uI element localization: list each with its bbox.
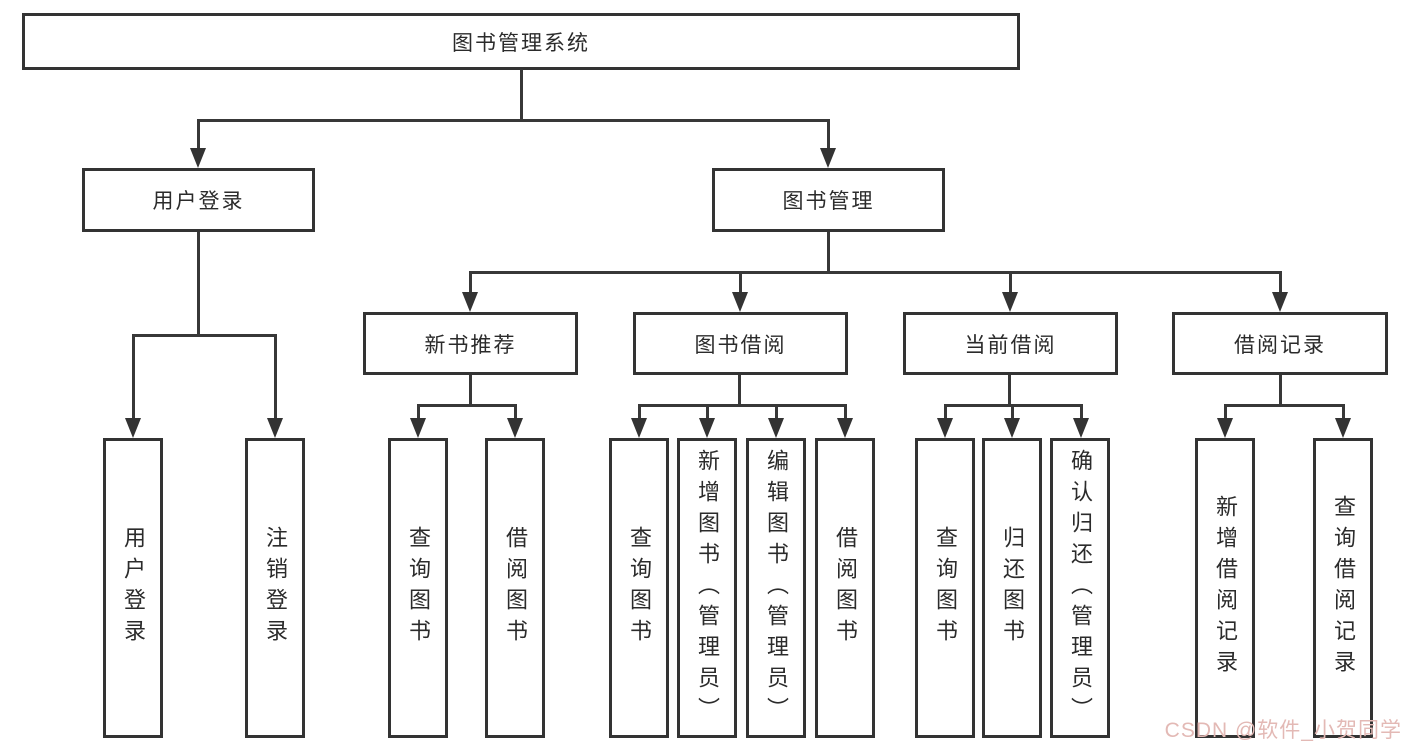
node-current-borrow: 当前借阅 <box>903 312 1118 375</box>
arrow-down-icon <box>631 418 647 438</box>
connector-line <box>827 232 830 274</box>
leaf-borrow-books-1: 借阅图书 <box>485 438 545 738</box>
node-user-login: 用户登录 <box>82 168 315 232</box>
leaf-add-books-admin-label: 新增图书（管理员） <box>695 448 720 728</box>
leaf-add-borrow-record-label: 新增借阅记录 <box>1213 495 1238 681</box>
arrow-down-icon <box>1002 292 1018 312</box>
connector-line <box>197 119 830 122</box>
connector-line <box>1011 404 1014 424</box>
leaf-add-borrow-record: 新增借阅记录 <box>1195 438 1255 738</box>
node-root-label: 图书管理系统 <box>452 31 590 55</box>
leaf-query-books-1-label: 查询图书 <box>406 526 431 650</box>
connector-line <box>514 404 517 424</box>
connector-line <box>1279 271 1282 295</box>
connector-line <box>638 404 641 424</box>
connector-line <box>1008 375 1011 407</box>
connector-line <box>1224 404 1345 407</box>
leaf-add-books-admin: 新增图书（管理员） <box>677 438 737 738</box>
arrow-down-icon <box>1335 418 1351 438</box>
connector-line <box>706 404 709 424</box>
arrow-down-icon <box>1272 292 1288 312</box>
node-new-book-recommend-label: 新书推荐 <box>424 333 517 357</box>
leaf-query-books-3-label: 查询图书 <box>933 526 958 650</box>
leaf-borrow-books-2-label: 借阅图书 <box>833 526 858 650</box>
arrow-down-icon <box>1073 418 1089 438</box>
leaf-user-login: 用户登录 <box>103 438 163 738</box>
node-book-borrow: 图书借阅 <box>633 312 848 375</box>
connector-line <box>132 334 277 337</box>
connector-line <box>827 119 830 151</box>
leaf-query-books-1: 查询图书 <box>388 438 448 738</box>
connector-line <box>1342 404 1345 424</box>
connector-line <box>274 334 277 424</box>
arrow-down-icon <box>820 148 836 168</box>
node-new-book-recommend: 新书推荐 <box>363 312 578 375</box>
connector-line <box>1009 271 1012 295</box>
leaf-borrow-books-1-label: 借阅图书 <box>503 526 528 650</box>
leaf-edit-books-admin-label: 编辑图书（管理员） <box>764 448 789 728</box>
leaf-return-books: 归还图书 <box>982 438 1042 738</box>
connector-line <box>739 271 742 295</box>
connector-line <box>469 271 472 295</box>
leaf-confirm-return-admin: 确认归还（管理员） <box>1050 438 1110 738</box>
node-current-borrow-label: 当前借阅 <box>964 333 1057 357</box>
connector-line <box>520 69 523 121</box>
connector-line <box>1080 404 1083 424</box>
arrow-down-icon <box>699 418 715 438</box>
connector-line <box>775 404 778 424</box>
arrow-down-icon <box>1004 418 1020 438</box>
leaf-logout-login: 注销登录 <box>245 438 305 738</box>
node-book-mgmt: 图书管理 <box>712 168 945 232</box>
leaf-query-books-2-label: 查询图书 <box>627 526 652 650</box>
leaf-user-login-label: 用户登录 <box>121 526 146 650</box>
connector-line <box>197 232 200 337</box>
node-book-mgmt-label: 图书管理 <box>782 190 875 213</box>
connector-line <box>417 404 420 424</box>
connector-line <box>844 404 847 424</box>
node-borrow-records-label: 借阅记录 <box>1234 333 1326 357</box>
connector-line <box>469 375 472 407</box>
connector-line <box>738 375 741 407</box>
leaf-query-books-2: 查询图书 <box>609 438 669 738</box>
connector-line <box>1224 404 1227 424</box>
connector-line <box>469 271 1282 274</box>
watermark: CSDN @软件_小贺同学 <box>1164 719 1402 742</box>
leaf-borrow-books-2: 借阅图书 <box>815 438 875 738</box>
arrow-down-icon <box>937 418 953 438</box>
node-borrow-records: 借阅记录 <box>1172 312 1388 375</box>
connector-line <box>132 334 135 424</box>
leaf-return-books-label: 归还图书 <box>1000 526 1025 650</box>
connector-line <box>417 404 517 407</box>
connector-line <box>638 404 847 407</box>
leaf-query-borrow-record: 查询借阅记录 <box>1313 438 1373 738</box>
arrow-down-icon <box>837 418 853 438</box>
leaf-query-books-3: 查询图书 <box>915 438 975 738</box>
node-root: 图书管理系统 <box>22 13 1020 70</box>
node-book-borrow-label: 图书借阅 <box>694 333 787 357</box>
leaf-query-borrow-record-label: 查询借阅记录 <box>1331 495 1356 681</box>
connector-line <box>1279 375 1282 407</box>
arrow-down-icon <box>410 418 426 438</box>
arrow-down-icon <box>190 148 206 168</box>
leaf-logout-login-label: 注销登录 <box>263 526 288 650</box>
arrow-down-icon <box>1217 418 1233 438</box>
leaf-edit-books-admin: 编辑图书（管理员） <box>746 438 806 738</box>
arrow-down-icon <box>768 418 784 438</box>
arrow-down-icon <box>732 292 748 312</box>
arrow-down-icon <box>507 418 523 438</box>
connector-line <box>197 119 200 151</box>
arrow-down-icon <box>125 418 141 438</box>
connector-line <box>944 404 947 424</box>
arrow-down-icon <box>267 418 283 438</box>
arrow-down-icon <box>462 292 478 312</box>
leaf-confirm-return-admin-label: 确认归还（管理员） <box>1068 448 1093 728</box>
node-user-login-label: 用户登录 <box>152 190 245 213</box>
